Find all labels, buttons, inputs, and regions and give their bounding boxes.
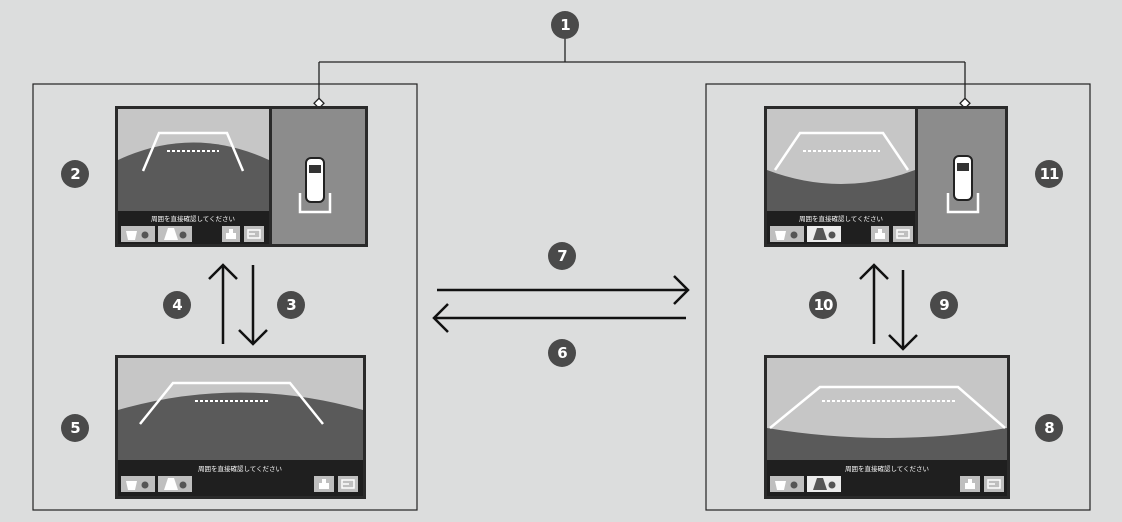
arrow-right-7 [437, 275, 690, 305]
exit-icon[interactable] [984, 476, 1004, 492]
callout-2: 2 [61, 160, 89, 188]
sonar-camera-icon[interactable] [770, 476, 804, 492]
exit-icon[interactable] [338, 476, 358, 492]
view-switch-icon[interactable] [871, 226, 889, 242]
arrow-down-3 [238, 265, 268, 346]
screen-split-left [115, 106, 368, 247]
view-switch-icon[interactable] [222, 226, 240, 242]
callout-11: 11 [1035, 160, 1063, 188]
screen-full-right [764, 355, 1010, 499]
arrow-up-10 [859, 263, 889, 344]
wide-view-icon[interactable] [807, 226, 841, 242]
screen-full-left [115, 355, 366, 499]
callout-5: 5 [61, 414, 89, 442]
right-panel-frame [705, 83, 1091, 511]
wide-view-icon[interactable] [807, 476, 841, 492]
exit-icon[interactable] [244, 226, 264, 242]
screen-caption: 周囲を直接確認してください [844, 465, 930, 473]
car-top-view-icon [298, 157, 332, 214]
callout-8: 8 [1035, 414, 1063, 442]
callout-4: 4 [163, 291, 191, 319]
callout-1: 1 [551, 11, 579, 39]
screen-caption: 周囲を直接確認してください [150, 215, 236, 223]
sonar-camera-icon[interactable] [121, 226, 155, 242]
sonar-camera-icon[interactable] [121, 476, 155, 492]
callout-1-leader [313, 38, 971, 110]
callout-10: 10 [809, 291, 837, 319]
wide-view-icon[interactable] [158, 226, 192, 242]
screen-caption: 周囲を直接確認してください [798, 215, 884, 223]
callout-6: 6 [548, 339, 576, 367]
arrow-down-9 [888, 270, 918, 351]
car-top-view-icon [946, 155, 980, 214]
sonar-camera-icon[interactable] [770, 226, 804, 242]
callout-7: 7 [548, 242, 576, 270]
arrow-up-4 [208, 263, 238, 344]
screen-caption: 周囲を直接確認してください [197, 465, 283, 473]
exit-icon[interactable] [893, 226, 913, 242]
arrow-left-6 [432, 303, 686, 333]
callout-3: 3 [277, 291, 305, 319]
view-switch-icon[interactable] [960, 476, 980, 492]
view-switch-icon[interactable] [314, 476, 334, 492]
wide-view-icon[interactable] [158, 476, 192, 492]
left-panel-frame [32, 83, 418, 511]
callout-9: 9 [930, 291, 958, 319]
